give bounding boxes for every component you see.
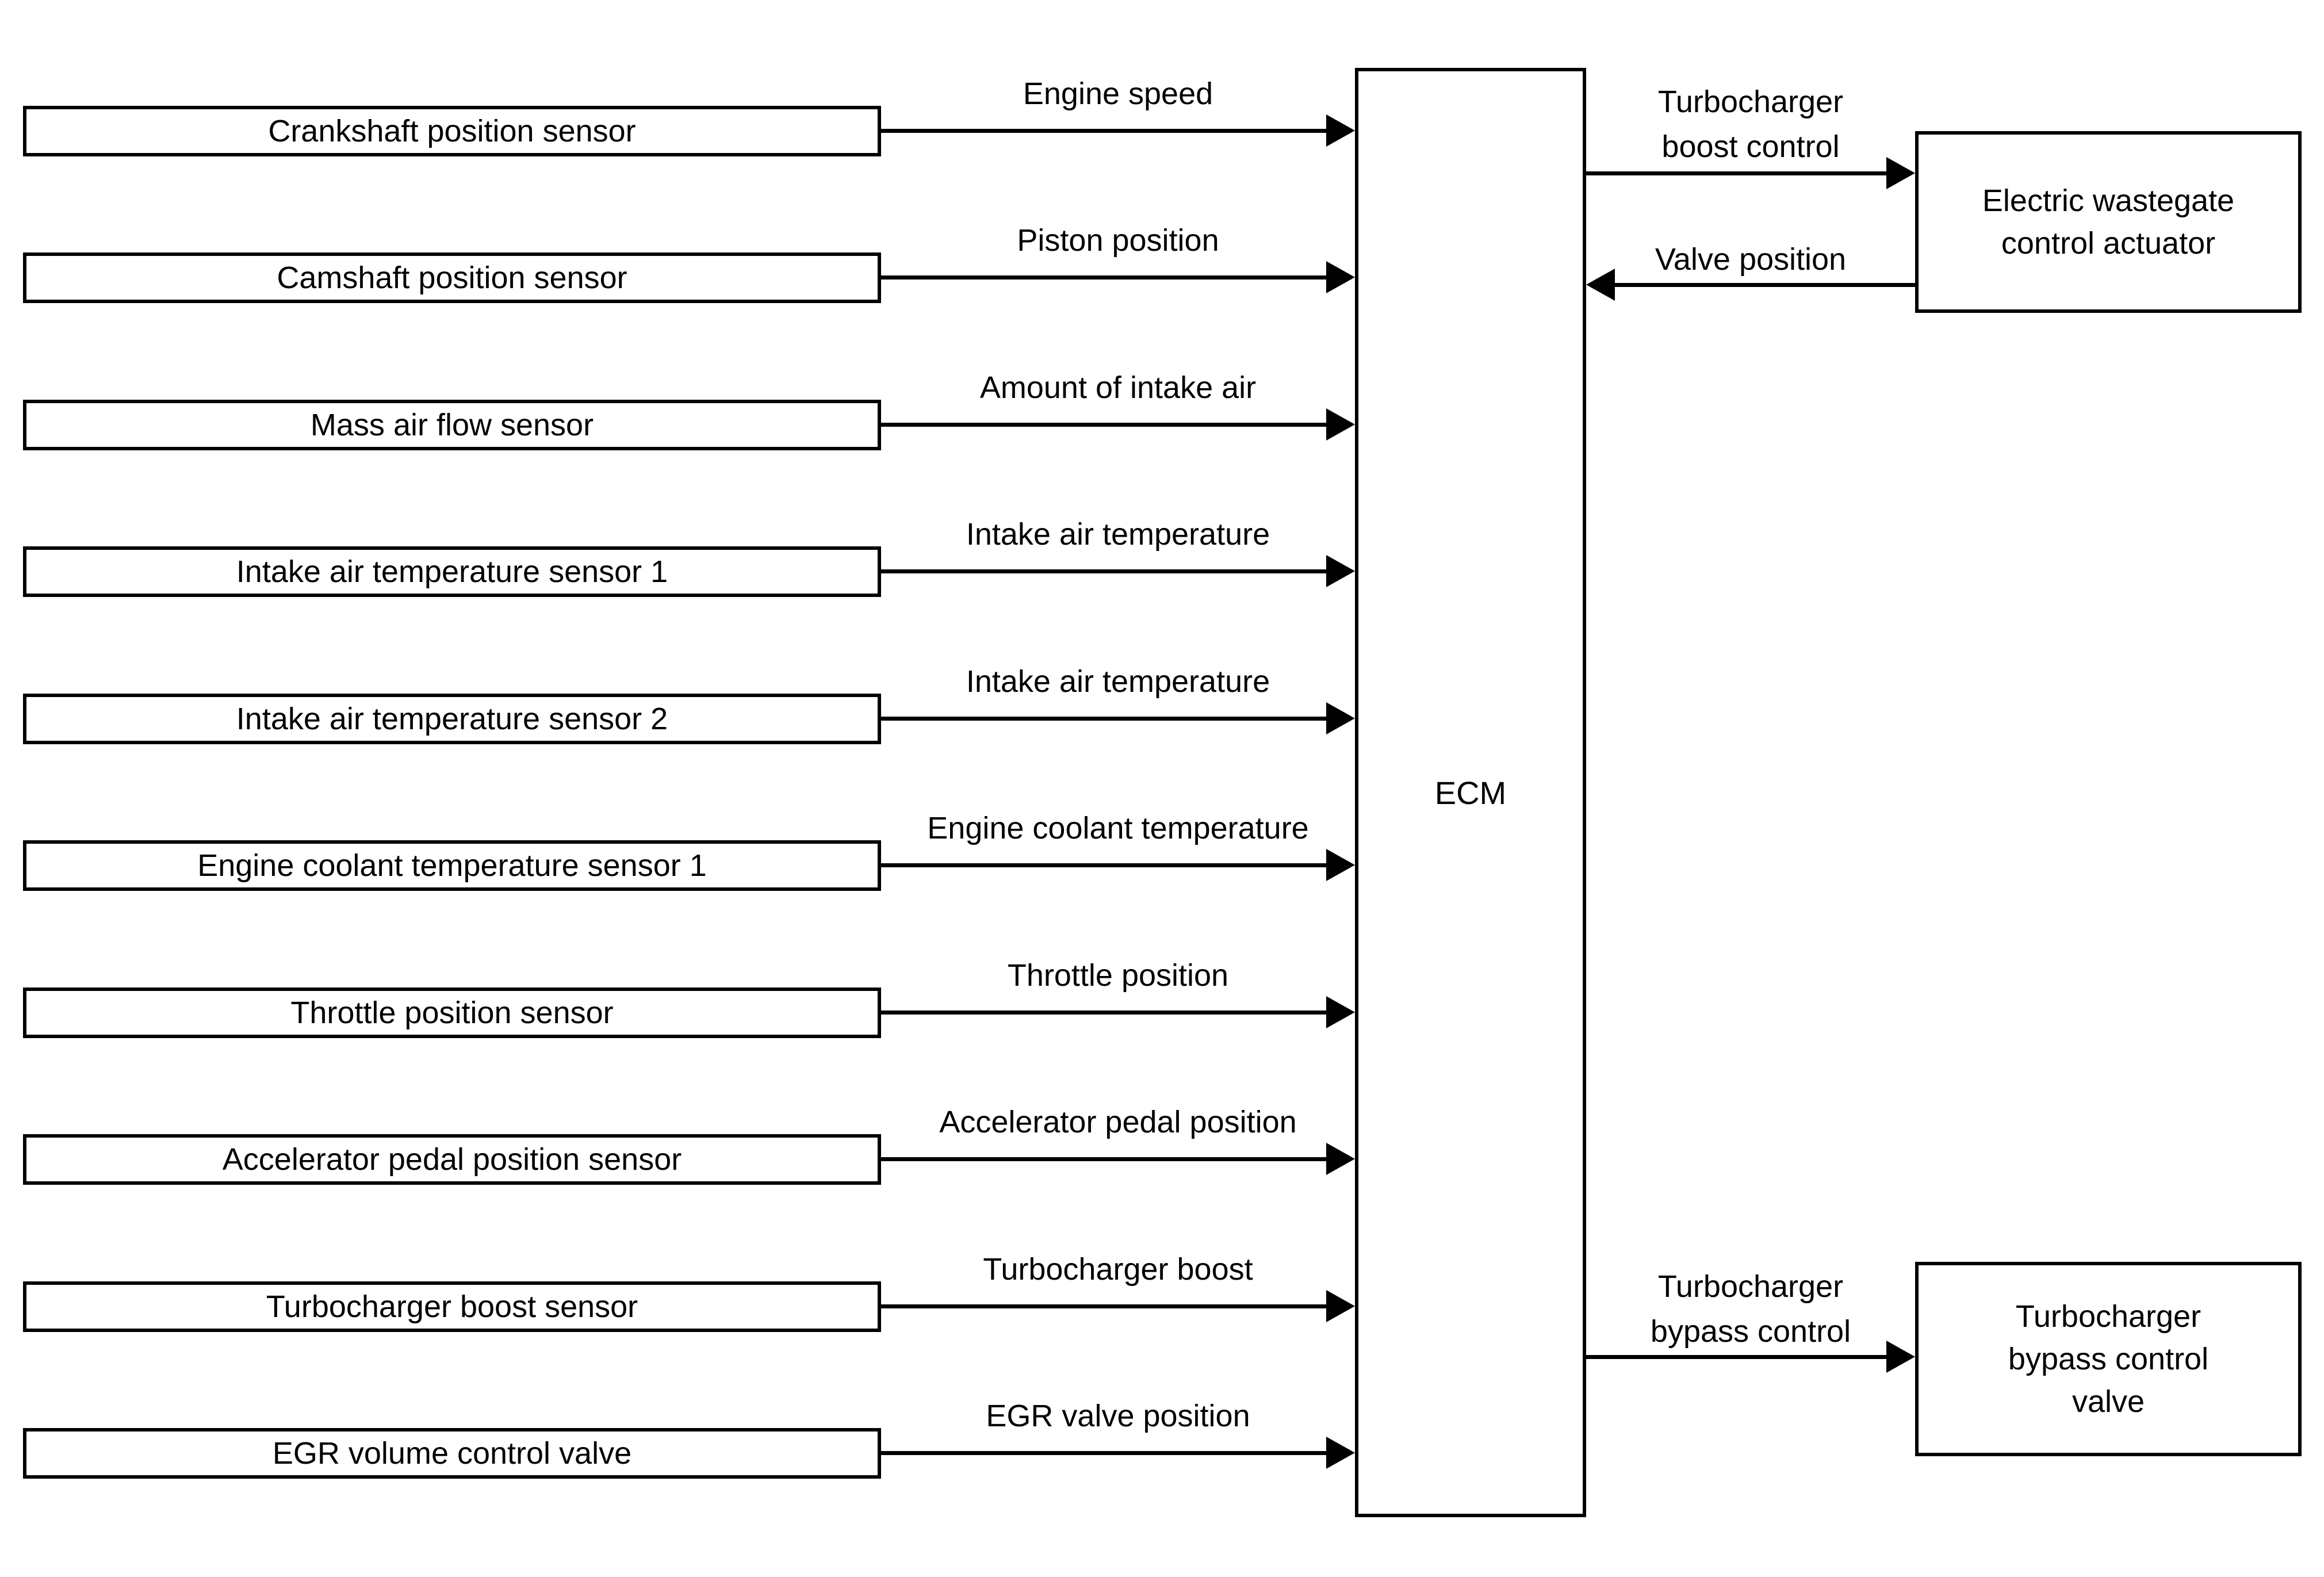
throttle-position-sensor-box: Throttle position sensor — [23, 987, 881, 1038]
signal-label: Turbocharger boost — [983, 1252, 1253, 1287]
arrow-head-icon — [1326, 1437, 1355, 1469]
arrow-head-icon — [1886, 1341, 1915, 1373]
arrow-head-icon — [1326, 702, 1355, 734]
intake-air-temperature-sensor-2-box: Intake air temperature sensor 2 — [23, 694, 881, 744]
arrow-line — [881, 1157, 1328, 1161]
arrow-head-icon — [1886, 157, 1915, 189]
turbocharger-bypass-control-label: Turbocharger bypass control — [1588, 1264, 1913, 1354]
arrow-head-icon — [1326, 996, 1355, 1028]
ecm-box: ECM — [1355, 68, 1586, 1517]
label-line: Turbocharger — [1657, 85, 1844, 119]
signal-label: Intake air temperature — [966, 517, 1270, 552]
signal-label: EGR valve position — [986, 1399, 1250, 1433]
arrow-line — [881, 1010, 1328, 1015]
signal-label: Intake air temperature — [966, 664, 1270, 699]
electric-wastegate-control-actuator-box: Electric wastegate control actuator — [1915, 131, 2302, 313]
signal-label: Engine speed — [1023, 76, 1213, 111]
camshaft-position-sensor-box: Camshaft position sensor — [23, 252, 881, 303]
arrow-line — [881, 275, 1328, 280]
label-line: bypass control — [1650, 1314, 1851, 1349]
arrow-head-icon — [1326, 849, 1355, 881]
arrow-line — [881, 717, 1328, 721]
arrow-head-icon — [1326, 114, 1355, 147]
intake-air-temperature-sensor-1-box: Intake air temperature sensor 1 — [23, 546, 881, 597]
turbocharger-boost-sensor-box: Turbocharger boost sensor — [23, 1281, 881, 1332]
box-label-line: Electric wastegate — [1982, 183, 2235, 218]
box-label-line: control actuator — [2001, 226, 2216, 261]
crankshaft-position-sensor-box: Crankshaft position sensor — [23, 106, 881, 156]
mass-air-flow-sensor-box: Mass air flow sensor — [23, 400, 881, 450]
signal-label: Throttle position — [1007, 958, 1229, 993]
accelerator-pedal-position-sensor-box: Accelerator pedal position sensor — [23, 1134, 881, 1185]
arrow-line — [1586, 1355, 1887, 1359]
arrow-head-icon — [1586, 269, 1615, 301]
arrow-line — [881, 423, 1328, 427]
signal-label: Piston position — [1017, 223, 1219, 258]
label-line: boost control — [1661, 129, 1840, 164]
signal-label: Amount of intake air — [979, 370, 1257, 405]
arrow-line — [881, 1451, 1328, 1455]
arrow-head-icon — [1326, 408, 1355, 441]
turbocharger-bypass-control-valve-box: Turbocharger bypass control valve — [1915, 1262, 2302, 1456]
box-label-line: bypass control — [2008, 1342, 2209, 1376]
label-line: Valve position — [1655, 242, 1847, 277]
arrow-head-icon — [1326, 1290, 1355, 1322]
egr-volume-control-valve-box: EGR volume control valve — [23, 1428, 881, 1479]
label-line: Turbocharger — [1657, 1269, 1844, 1304]
turbocharger-boost-control-label: Turbocharger boost control — [1588, 79, 1913, 169]
box-label-line: Turbocharger — [2015, 1299, 2202, 1334]
arrow-line — [1615, 283, 1917, 287]
signal-label: Accelerator pedal position — [939, 1105, 1297, 1139]
arrow-line — [881, 129, 1328, 133]
engine-coolant-temperature-sensor-1-box: Engine coolant temperature sensor 1 — [23, 840, 881, 891]
arrow-head-icon — [1326, 261, 1355, 293]
arrow-line — [881, 1304, 1328, 1308]
arrow-line — [1586, 171, 1887, 175]
signal-label: Engine coolant temperature — [927, 811, 1309, 845]
arrow-line — [881, 569, 1328, 573]
arrow-head-icon — [1326, 555, 1355, 587]
ecm-label: ECM — [1434, 774, 1507, 811]
box-label-line: valve — [2072, 1384, 2145, 1419]
arrow-head-icon — [1326, 1143, 1355, 1175]
arrow-line — [881, 863, 1328, 867]
valve-position-label: Valve position — [1588, 237, 1913, 282]
